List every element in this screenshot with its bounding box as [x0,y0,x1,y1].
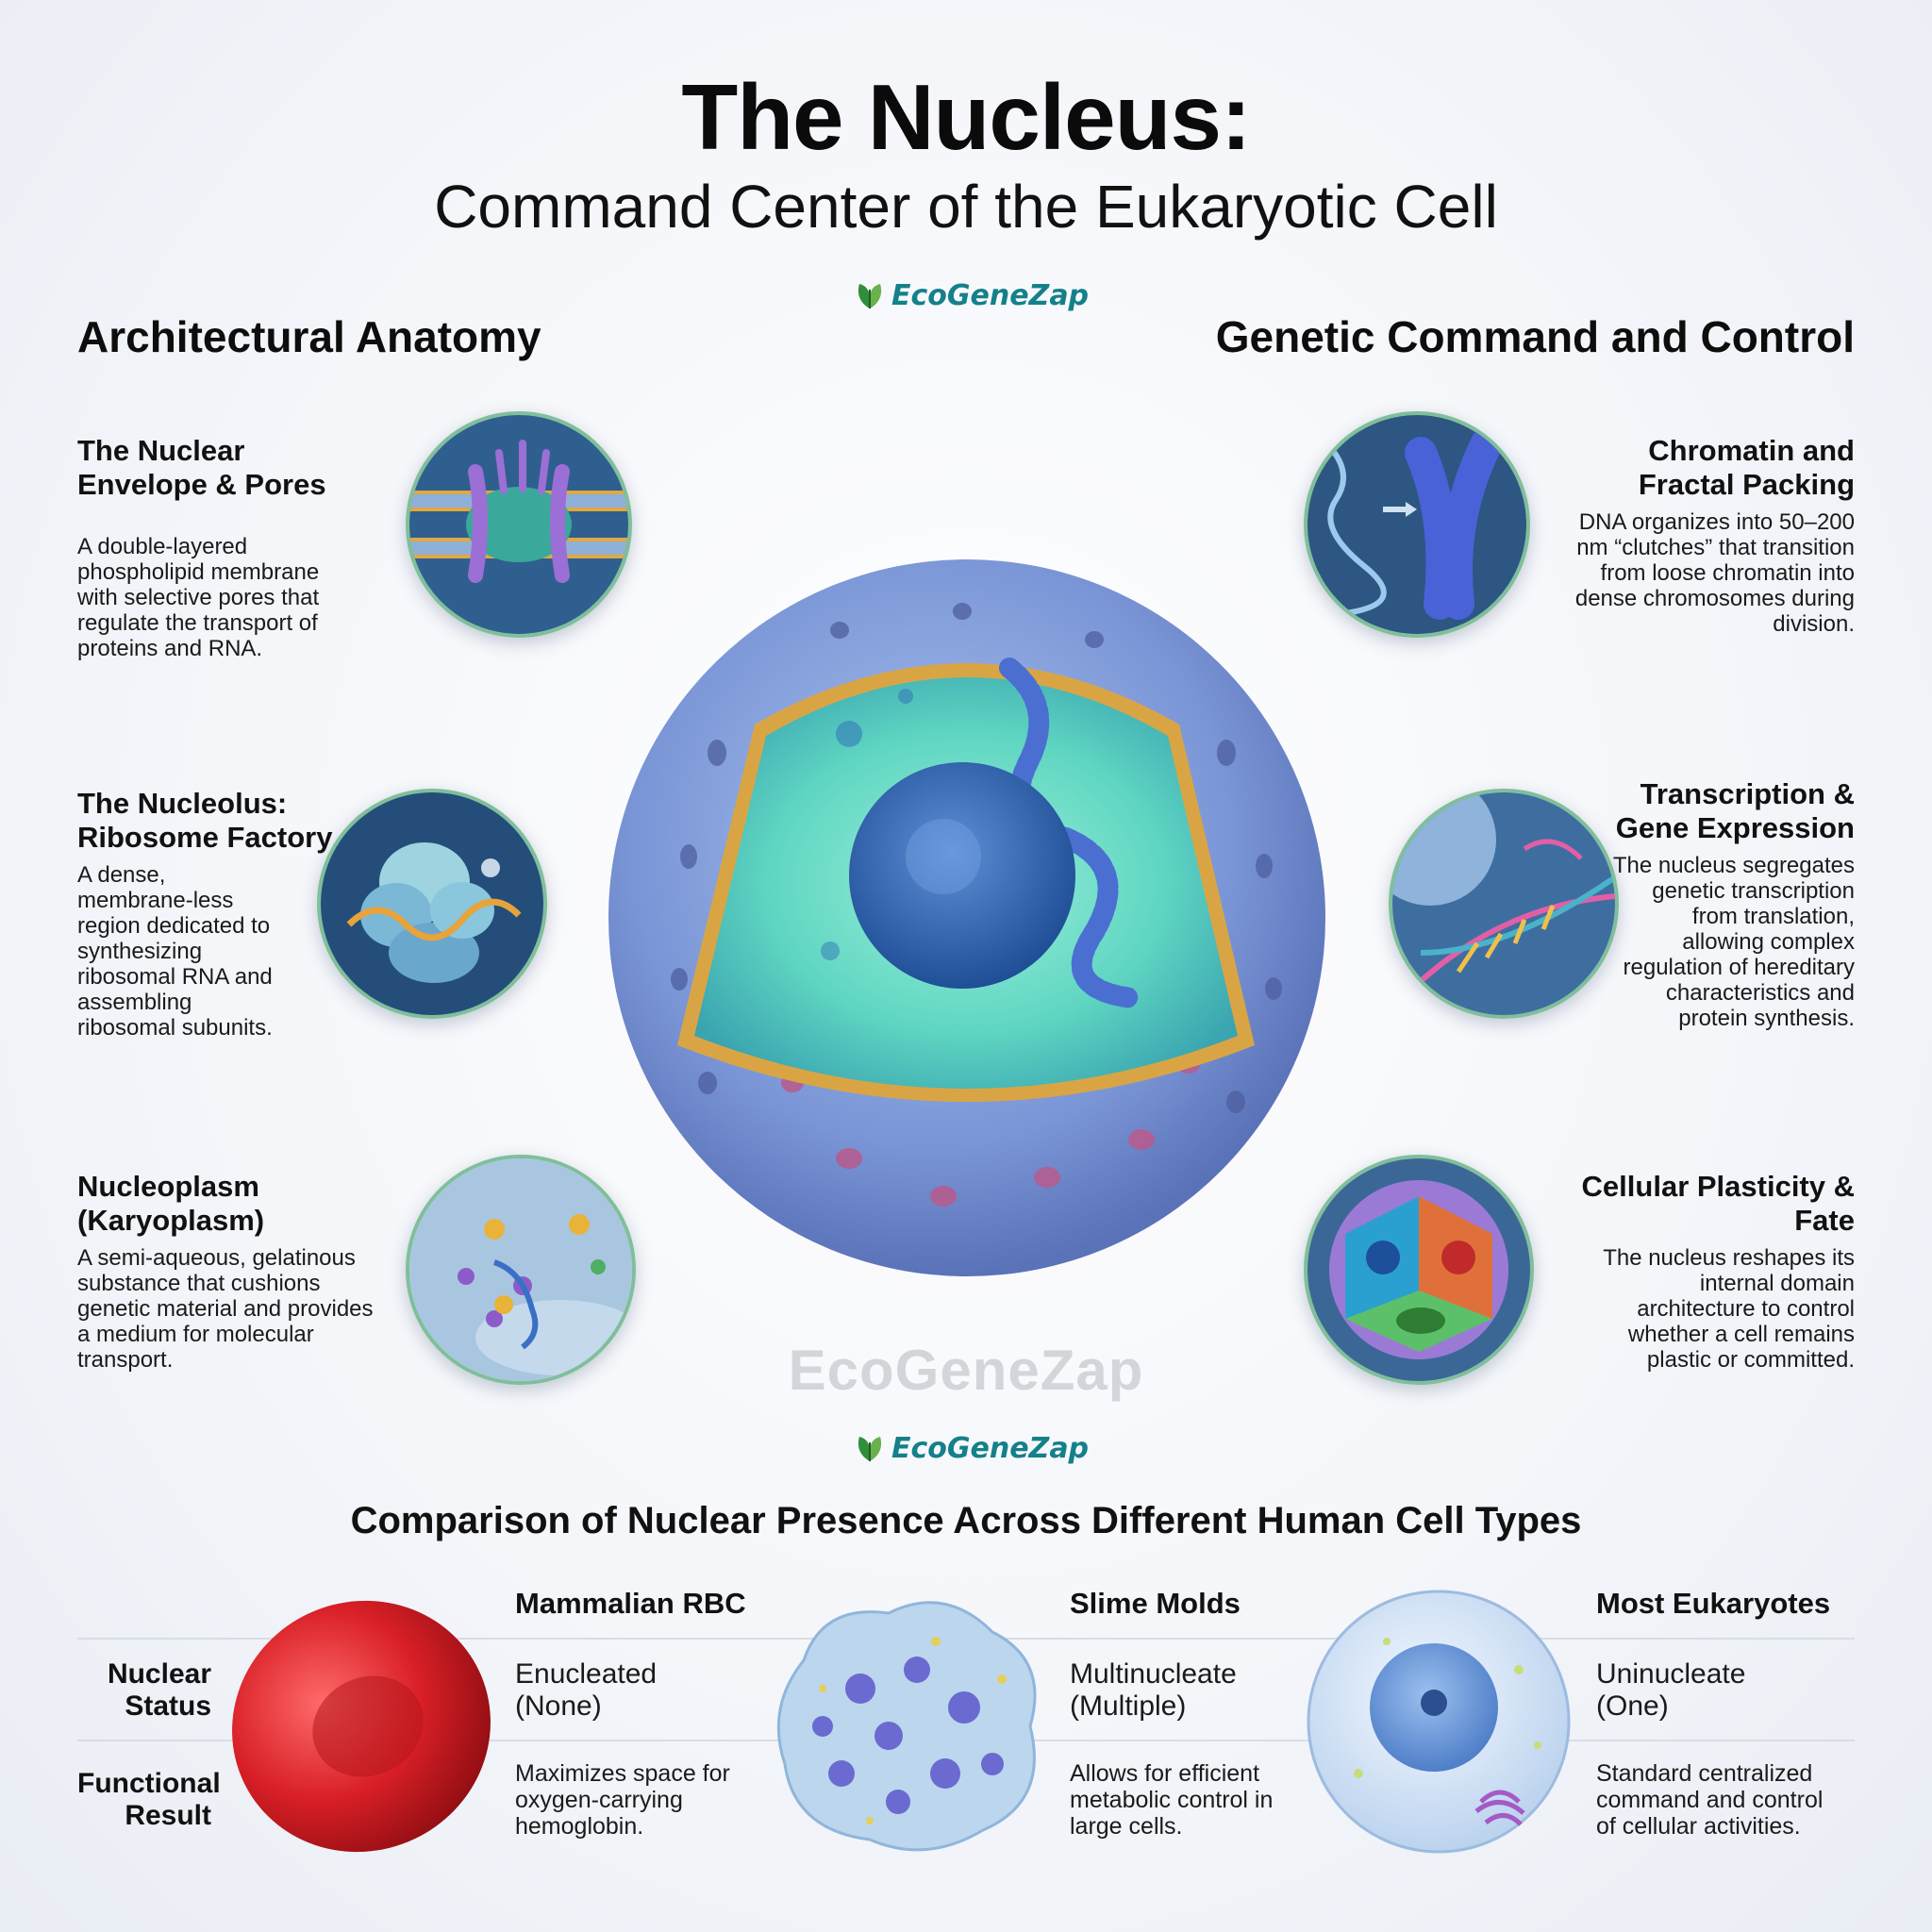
item-transcription: Transcription & Gene Expression The nucl… [1534,777,1855,1031]
status-slime: Multinucleate (Multiple) [1070,1658,1237,1722]
item-title: Chromatin and Fractal Packing [1638,434,1855,501]
transcription-illustration [1389,789,1619,1019]
result-slime: Allows for efficient metabolic control i… [1070,1760,1274,1840]
column-header-slime: Slime Molds [1070,1587,1241,1620]
watermark: EcoGeneZap [788,1339,1144,1402]
brand-logo-bottom: EcoGeneZap [854,1432,1089,1465]
brand-logo: EcoGeneZap [854,279,1089,312]
item-text: The nucleus reshapes its internal domain… [1603,1245,1855,1373]
status-eukaryotes: Uninucleate (One) [1596,1658,1746,1722]
item-title: The Nuclear Envelope & Pores [77,434,326,501]
item-chromatin: Chromatin and Fractal Packing DNA organi… [1534,434,1855,637]
column-header-rbc: Mammalian RBC [515,1587,746,1620]
item-text: A semi-aqueous, gelatinous substance tha… [77,1245,374,1373]
comparison-title: Comparison of Nuclear Presence Across Di… [350,1500,1582,1541]
item-nucleoplasm: Nucleoplasm (Karyoplasm) A semi-aqueous,… [77,1170,389,1373]
section-heading-anatomy: Architectural Anatomy [77,312,541,361]
rbc-illustration [226,1594,496,1858]
nucleolus-illustration [317,789,547,1019]
item-text: A dense, membrane-less region dedicated … [77,862,273,1041]
item-title: Cellular Plasticity & Fate [1581,1170,1855,1237]
item-nucleolus: The Nucleolus: Ribosome Factory A dense,… [77,787,360,1041]
row-label-status: Nuclear Status [107,1658,211,1722]
item-plasticity: Cellular Plasticity & Fate The nucleus r… [1534,1170,1855,1373]
item-title: Nucleoplasm (Karyoplasm) [77,1170,265,1237]
nuclear-envelope-illustration [406,411,632,638]
leaf-icon [858,1436,882,1461]
nucleoplasm-illustration [406,1155,636,1385]
item-text: DNA organizes into 50–200 nm “clutches” … [1574,509,1855,637]
page-subtitle: Command Center of the Eukaryotic Cell [434,173,1498,241]
result-rbc: Maximizes space for oxygen-carrying hemo… [515,1760,730,1840]
slime-mold-illustration [766,1585,1049,1864]
page-title: The Nucleus: [681,65,1251,169]
item-text: The nucleus segregates genetic transcrip… [1612,853,1855,1031]
logo-text: EcoGeneZap [891,279,1090,312]
eukaryotic-cell-illustration [1302,1585,1575,1858]
plasticity-illustration [1304,1155,1534,1385]
result-eukaryotes: Standard centralized command and control… [1596,1760,1824,1840]
status-rbc: Enucleated (None) [515,1658,658,1722]
item-title: The Nucleolus: Ribosome Factory [77,787,333,854]
item-nuclear-envelope: The Nuclear Envelope & Pores A double-la… [77,434,379,661]
section-heading-control: Genetic Command and Control [1215,312,1855,361]
row-label-result: Functional Result [77,1768,221,1831]
column-header-eukaryotes: Most Eukaryotes [1596,1587,1831,1620]
item-title: Transcription & Gene Expression [1615,777,1855,844]
item-text: A double-layered phospholipid membrane w… [77,534,320,661]
leaf-icon [858,283,882,308]
logo-text: EcoGeneZap [891,1432,1090,1465]
nucleus-illustration [604,555,1330,1281]
chromatin-illustration [1304,411,1530,638]
